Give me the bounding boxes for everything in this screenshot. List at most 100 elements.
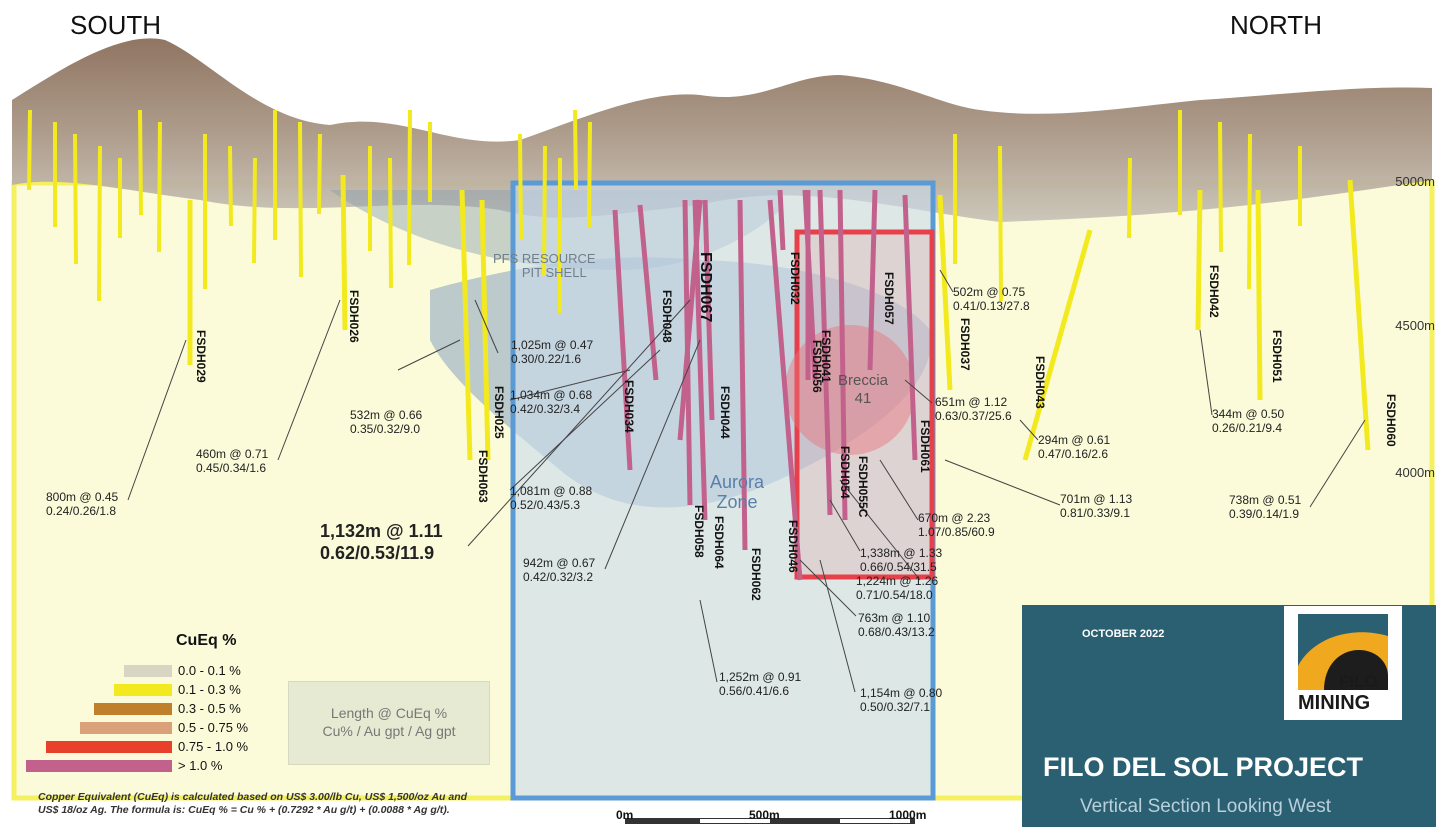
drill-hole-label: FSDH044 [718,386,732,439]
drill-hole-trace [340,174,348,331]
filo-mining-logo: FILO MINING [1284,606,1402,720]
drill-hole-label: FSDH026 [347,290,361,343]
drill-hole-trace [573,109,578,191]
drill-hole-trace [1347,179,1371,451]
intercept-assay: 0.66/0.54/31.5 [860,560,937,574]
drill-hole-label: FSDH051 [1270,330,1284,383]
breccia-label: Breccia 41 [838,372,888,408]
drill-hole-trace [777,189,786,251]
intercept-grade: 1,252m @ 0.91 [719,670,802,684]
intercept-leader-line [879,459,919,521]
intercept-grade: 701m @ 1.13 [1060,492,1133,506]
drill-hole-trace [479,199,491,461]
drill-hole-trace [138,109,143,216]
intercept-leader-line [699,599,718,683]
drill-hole-trace [937,194,953,391]
breccia-label-line2: 41 [854,390,872,407]
pit-shell-label-line1: PFS RESOURCE [493,251,596,266]
intercept-assay: 0.68/0.43/13.2 [858,625,935,639]
drill-hole-trace [157,121,162,253]
intercept-assay: 0.42/0.32/3.4 [510,402,581,416]
drill-hole-trace [1022,229,1093,461]
intercept-leader-line [1019,419,1039,441]
drill-hole-label: FSDH063 [476,450,490,503]
drill-hole-trace [837,189,848,521]
breccia-41-shape [785,325,915,455]
legend-label: 0.1 - 0.3 % [178,682,241,697]
footnote: Copper Equivalent (CuEq) is calculated b… [38,791,467,817]
intercept-grade: 738m @ 0.51 [1229,493,1302,507]
drill-hole-label: FSDH032 [788,252,802,305]
aurora-label-line2: Zone [716,492,758,512]
intercept-leader-line [819,559,856,693]
aurora-zone-label: Aurora Zone [710,472,764,512]
drill-hole-trace [317,133,322,215]
drill-hole-trace [817,189,833,516]
drill-hole-trace [407,109,412,266]
intercept-leader-line [904,379,933,404]
drill-hole-trace [682,199,693,506]
legend-swatch [124,665,172,677]
info-box-line2: Cu% / Au gpt / Ag gpt [322,723,456,739]
legend-swatch [26,760,172,772]
intercept-grade: 1,081m @ 0.88 [510,484,593,498]
project-subtitle: Vertical Section Looking West [1080,796,1332,817]
drill-hole-label: FSDH061 [918,420,932,473]
intercept-leader-line [1309,419,1366,508]
intercept-assay: 0.71/0.54/18.0 [856,588,933,602]
drill-hole-trace [542,145,547,277]
drill-hole-trace [587,121,592,228]
drill-hole-trace [1195,189,1203,331]
intercept-assay: 1.07/0.85/60.9 [918,525,995,539]
intercept-assay: 0.50/0.32/7.1 [860,700,931,714]
legend-label: 0.5 - 0.75 % [178,720,249,735]
drill-hole-label: FSDH057 [882,272,896,325]
drill-hole-trace [637,204,659,381]
drill-hole-trace [252,157,257,264]
logo-text-filo: FILO [1339,672,1378,691]
legend-swatch [80,722,172,734]
intercept-leader-line [944,459,1061,506]
topography-surface [12,38,1432,223]
report-date: OCTOBER 2022 [1082,628,1165,640]
drill-hole-label: FSDH034 [622,380,636,433]
drill-hole-trace [1255,189,1263,401]
drill-hole-label: FSDH054 [838,446,852,499]
intercept-assay: 0.45/0.34/1.6 [196,461,267,475]
drill-hole-label: FSDH058 [692,505,706,558]
drill-hole-trace [388,157,393,289]
intercept-leader-line [604,339,701,570]
intercept-leader-line [127,339,187,501]
intercept-grade: 651m @ 1.12 [935,395,1008,409]
drill-hole-trace [298,121,303,278]
intercept-leader-line [467,299,691,547]
footnote-line2: US$ 18/oz Ag. The formula is: CuEq % = C… [38,804,450,816]
aurora-label-line1: Aurora [710,472,765,492]
intercept-grade: 1,154m @ 0.80 [860,686,943,700]
legend-title: CuEq % [176,632,237,649]
intercept-grade: 1,224m @ 1.26 [856,574,939,588]
intercept-grade: 344m @ 0.50 [1212,407,1285,421]
intercept-assay: 0.30/0.22/1.6 [511,352,582,366]
drill-hole-label: FSDH067 [697,252,714,323]
drill-hole-trace [702,199,715,421]
aurora-box [510,180,936,801]
drill-hole-label: FSDH046 [786,520,800,573]
legend-swatch [114,684,172,696]
intercept-grade: 460m @ 0.71 [196,447,269,461]
intercept-grade: 763m @ 1.10 [858,611,931,625]
legend-swatch [46,741,172,753]
drill-hole-label: FSDH055C [856,456,870,518]
drill-hole-trace [1218,121,1223,253]
